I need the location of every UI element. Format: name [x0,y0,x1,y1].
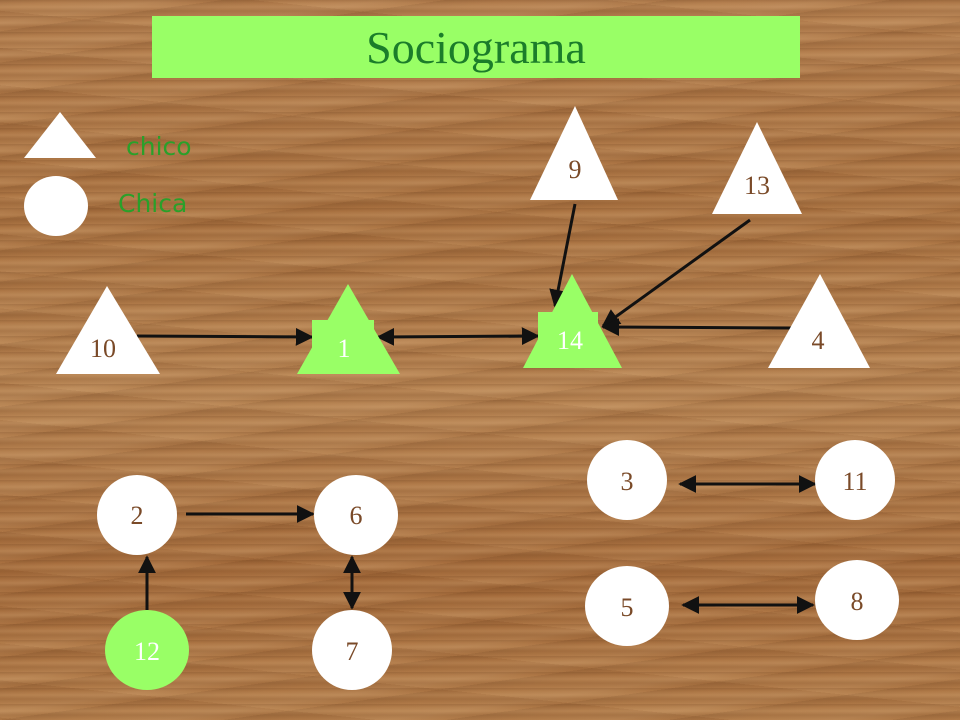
node-10: 10 [56,286,160,374]
node-3-circle [587,440,667,520]
node-12-circle [105,610,189,690]
node-2: 2 [97,475,177,555]
node-6-label: 6 [350,501,363,530]
node-7: 7 [312,610,392,690]
legend-circle-icon [24,176,88,236]
legend-label-chico: chico [126,132,192,161]
legend: chico Chica [24,112,192,236]
edge-10-1-arrow [136,327,314,346]
node-7-label: 7 [346,637,359,666]
node-9-triangle [530,106,618,200]
edge-4-14-arrow [601,318,794,337]
node-11-circle [815,440,895,520]
node-13: 13 [712,122,802,214]
title-banner: Sociograma [152,16,800,78]
node-4-triangle [768,274,870,368]
node-12-label: 12 [134,637,160,666]
node-10-triangle [56,286,160,374]
node-1-label-box [312,320,374,368]
node-8: 8 [815,560,899,640]
edges-layer [136,203,817,614]
node-4-label: 4 [812,326,825,355]
edge-9-14-arrow [549,203,577,308]
node-12: 12 [105,610,189,690]
node-1: 1 [297,284,400,374]
node-13-label: 13 [744,171,770,200]
edge-1-14-bidirectional-arrow [376,327,540,346]
legend-label-chica: Chica [118,189,187,218]
node-14-label-box [538,312,598,360]
node-5-label: 5 [621,593,634,622]
node-10-label: 10 [90,334,116,363]
node-8-label: 8 [851,587,864,616]
node-14-label: 14 [557,326,583,355]
node-13-triangle [712,122,802,214]
node-7-circle [312,610,392,690]
node-9-label: 9 [569,155,582,184]
legend-triangle-icon [24,112,96,158]
node-11-label: 11 [842,467,867,496]
node-3: 3 [587,440,667,520]
node-6-circle [314,475,398,555]
node-4: 4 [768,274,870,368]
node-2-label: 2 [131,501,144,530]
nodes-layer: 9 13 10 1 14 4 2 6 12 7 3 11 5 8 [56,106,899,690]
page-title: Sociograma [366,21,586,73]
node-6: 6 [314,475,398,555]
node-9: 9 [530,106,618,200]
node-2-circle [97,475,177,555]
node-8-circle [815,560,899,640]
node-5-circle [585,566,669,646]
node-11: 11 [815,440,895,520]
node-1-label: 1 [338,334,351,363]
node-5: 5 [585,566,669,646]
edge-13-14-arrow [601,218,751,328]
node-3-label: 3 [621,467,634,496]
node-14: 14 [523,274,622,368]
